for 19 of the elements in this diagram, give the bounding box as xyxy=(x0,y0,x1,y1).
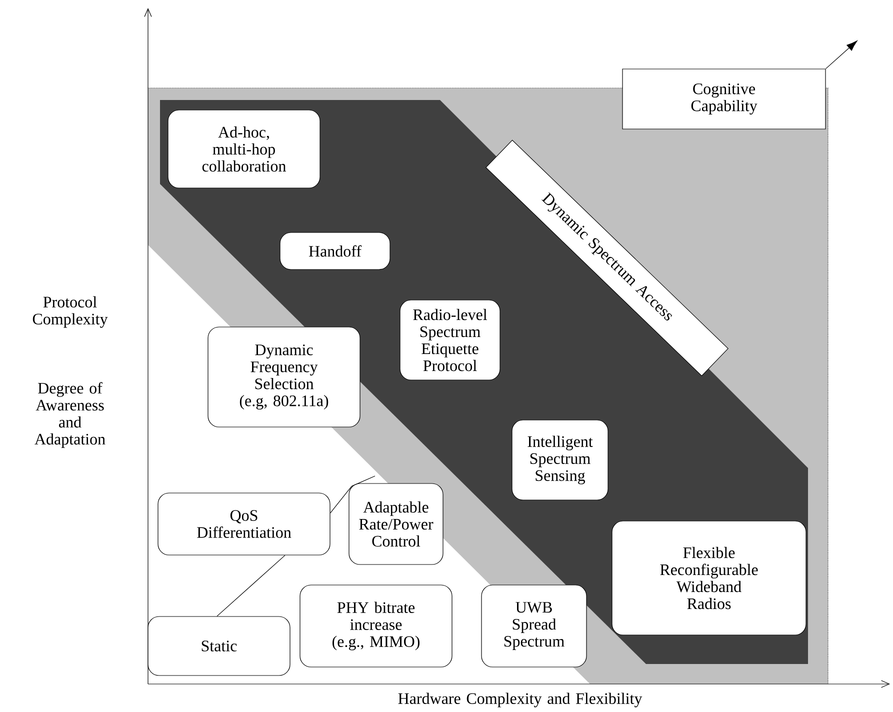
axis-label: Degree of Awareness and Adaptation xyxy=(34,382,106,448)
connector-line xyxy=(330,486,352,514)
rounded-box: Radio-level Spectrum Etiquette Protocol xyxy=(400,300,500,380)
axis-label: Hardware Complexity and Flexibility xyxy=(398,692,642,708)
rounded-box: Handoff xyxy=(280,232,390,270)
connector-line xyxy=(216,555,286,616)
rounded-box: Dynamic Frequency Selection (e.g, 802.11a) xyxy=(208,326,360,428)
rounded-box: Adaptable Rate/Power Control xyxy=(348,483,444,565)
arrow xyxy=(826,40,858,69)
rounded-box: Ad-hoc, multi-hop collaboration xyxy=(168,110,320,188)
rounded-box: UWB Spread Spectrum xyxy=(481,584,587,668)
connector-line xyxy=(351,476,376,486)
rounded-box: Static xyxy=(148,616,290,676)
rounded-box: Flexible Reconfigurable Wideband Radios xyxy=(612,520,806,636)
rounded-box: PHY bitrate increase (e.g., MIMO) xyxy=(300,584,452,668)
rounded-box: QoS Differentiation xyxy=(158,492,330,556)
axis-label: Protocol Complexity xyxy=(32,296,108,328)
rounded-box: Intelligent Spectrum Sensing xyxy=(512,420,608,500)
label-box: Cognitive Capability xyxy=(622,68,826,130)
